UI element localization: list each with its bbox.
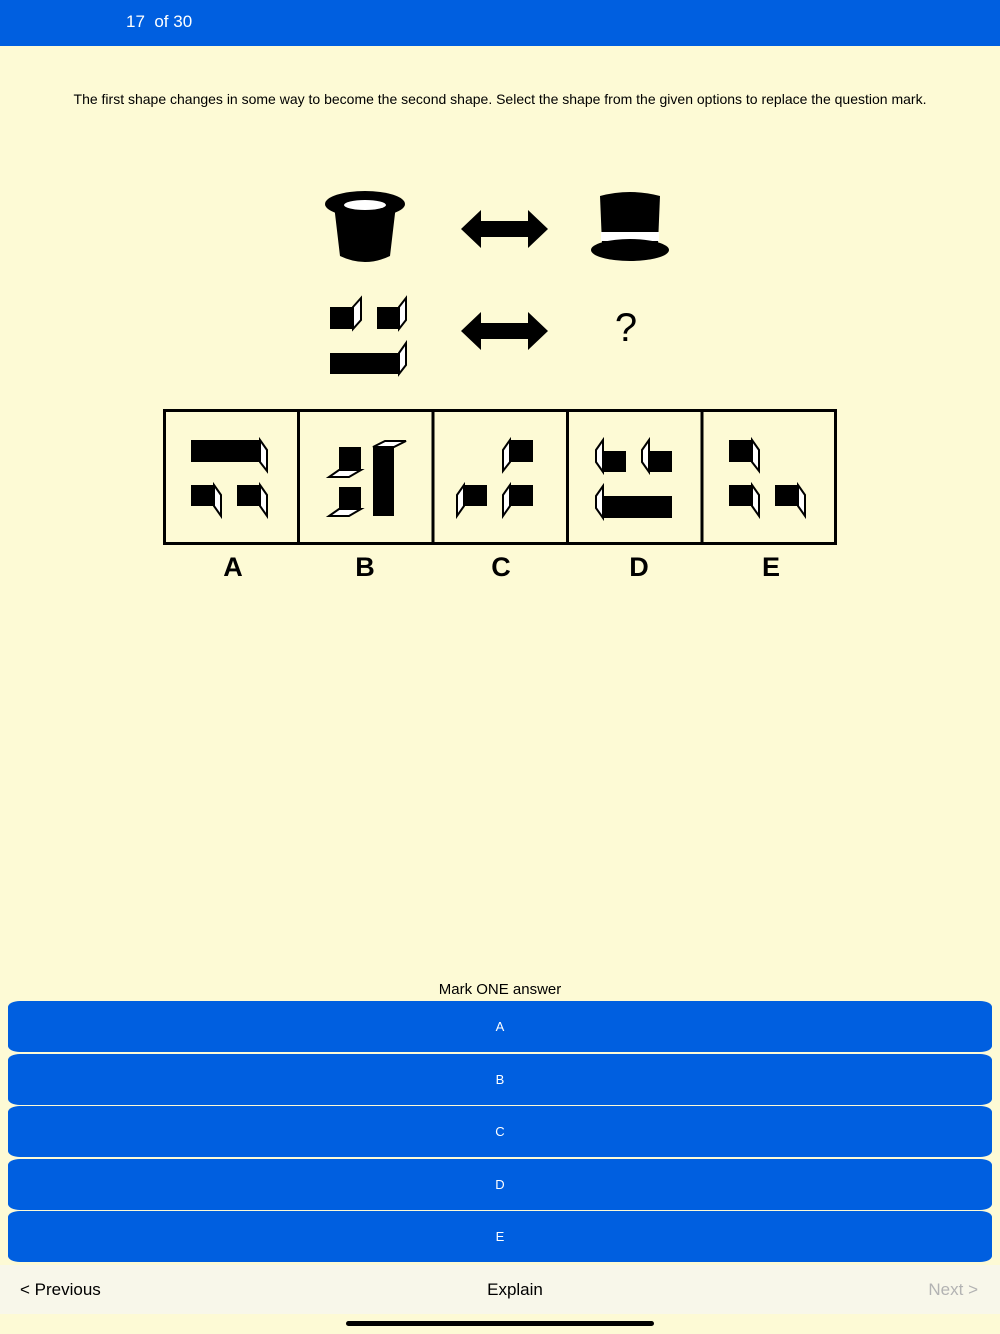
block-shape-icon	[330, 295, 407, 377]
option-b-shape	[325, 440, 407, 517]
answer-button-a[interactable]: A	[8, 1001, 992, 1052]
next-button[interactable]: Next >	[928, 1280, 978, 1299]
answer-options-figure	[163, 409, 837, 545]
option-label-d: D	[629, 552, 649, 582]
option-a-shape	[191, 436, 268, 520]
option-label-e: E	[761, 552, 780, 582]
question-progress: 17 of 30	[126, 12, 193, 31]
home-indicator	[346, 1321, 654, 1326]
answer-button-e[interactable]: E	[8, 1211, 992, 1263]
option-label-c: C	[491, 552, 511, 582]
double-arrow-icon	[461, 312, 548, 350]
top-bar: 17 of 30	[0, 0, 1000, 46]
top-hat-upside-icon	[325, 191, 405, 262]
answer-buttons: A B C D E	[8, 1001, 992, 1264]
double-arrow-icon	[461, 210, 548, 248]
footer-bar: Explain < Previous Next >	[0, 1265, 1000, 1314]
option-label-a: A	[223, 552, 243, 582]
question-text: The first shape changes in some way to b…	[73, 91, 927, 107]
analogy-figure: ?	[0, 0, 1000, 620]
previous-button[interactable]: < Previous	[20, 1280, 101, 1299]
answer-instruction: Mark ONE answer	[438, 981, 562, 998]
explain-button[interactable]: Explain	[487, 1280, 543, 1299]
answer-button-c[interactable]: C	[8, 1106, 992, 1158]
option-c-shape	[456, 436, 533, 520]
option-d-shape	[595, 436, 672, 522]
top-hat-icon	[591, 192, 669, 261]
option-e-shape	[729, 436, 806, 520]
option-label-b: B	[355, 552, 375, 582]
answer-button-d[interactable]: D	[8, 1158, 992, 1210]
answer-button-b[interactable]: B	[8, 1053, 992, 1105]
unknown-shape-mark: ?	[614, 306, 638, 350]
